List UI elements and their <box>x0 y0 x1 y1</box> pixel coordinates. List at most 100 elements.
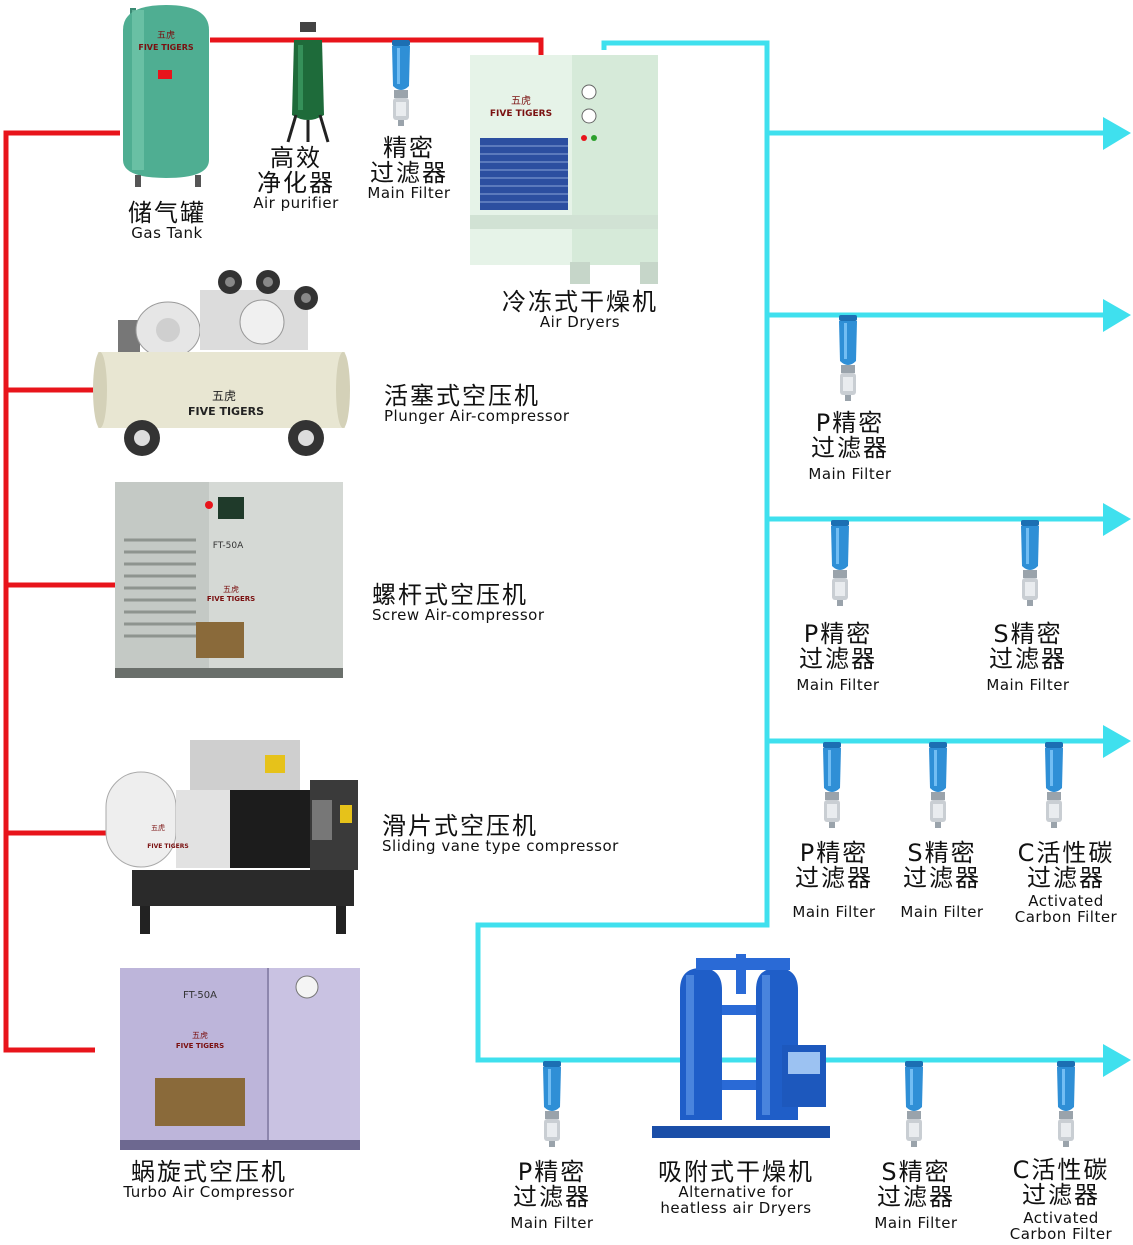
flow-arrows <box>1103 117 1131 1077</box>
filter-row2-p-zh2: 过滤器 <box>811 434 889 463</box>
filter-row2-p-zh1: P精密 <box>815 409 885 437</box>
label-filter-row5-p: P精密 过滤器 Main Filter <box>500 1159 604 1233</box>
filter-row3-p-zh1: P精密 <box>803 620 873 648</box>
filter-row4-c-en2: Carbon Filter <box>1014 908 1118 927</box>
turbo-en: Turbo Air Compressor <box>123 1183 295 1202</box>
label-filter-row5-c: C活性碳 过滤器 Activated Carbon Filter <box>1000 1156 1122 1244</box>
label-sliding: 滑片式空压机 Sliding vane type compressor <box>382 812 619 856</box>
screw-model: FT-50A <box>213 541 244 551</box>
adsorption-en2: heatless air Dryers <box>660 1198 812 1217</box>
sliding-brand-zh: 五虎 <box>151 823 165 832</box>
air-dryers-zh: 冷冻式干燥机 <box>502 288 658 316</box>
screw-zh: 螺杆式空压机 <box>372 581 528 609</box>
label-screw: 螺杆式空压机 Screw Air-compressor <box>372 581 545 625</box>
filter-row5-p-en: Main Filter <box>510 1214 594 1233</box>
screw-brand-en: FIVE TIGERS <box>207 595 255 603</box>
screw-en: Screw Air-compressor <box>372 606 545 625</box>
label-plunger: 活塞式空压机 Plunger Air-compressor <box>384 382 570 426</box>
filter-row5-c <box>1057 1061 1075 1147</box>
label-filter-row2-p: P精密 过滤器 Main Filter <box>800 409 900 484</box>
adsorption-zh: 吸附式干燥机 <box>658 1158 814 1186</box>
adsorption-en1: Alternative for <box>678 1183 794 1202</box>
filter-row4-p-zh2: 过滤器 <box>795 864 873 893</box>
label-gas-tank: 储气罐 Gas Tank <box>112 199 222 243</box>
filter-row4-s-en: Main Filter <box>900 903 984 922</box>
main-filter-top-zh2: 过滤器 <box>370 159 448 188</box>
filter-row5-s <box>905 1061 923 1147</box>
sliding-zh: 滑片式空压机 <box>382 812 538 840</box>
sliding-brand-en: FIVE TIGERS <box>147 843 188 850</box>
filter-row5-s-zh2: 过滤器 <box>877 1183 955 1212</box>
label-air-dryers: 冷冻式干燥机 Air Dryers <box>482 288 678 332</box>
label-air-purifier: 高效 净化器 Air purifier <box>246 144 346 213</box>
sliding-en: Sliding vane type compressor <box>382 837 619 856</box>
air-purifier-zh2: 净化器 <box>257 169 335 198</box>
filter-row5-c-zh2: 过滤器 <box>1022 1181 1100 1210</box>
filter-row3-s <box>1021 520 1039 606</box>
filter-row5-s-zh1: S精密 <box>881 1158 951 1186</box>
filter-row2-p <box>839 315 857 401</box>
plunger-compressor: 五虎 FIVE TIGERS <box>93 270 350 456</box>
plunger-brand-en: FIVE TIGERS <box>188 405 264 418</box>
filter-row4-c-zh1: C活性碳 <box>1017 839 1115 867</box>
refrigerated-air-dryer: 五虎 FIVE TIGERS <box>470 55 658 284</box>
plunger-en: Plunger Air-compressor <box>384 407 570 426</box>
label-filter-row4-p: P精密 过滤器 Main Filter <box>782 839 886 922</box>
filter-row5-s-en: Main Filter <box>874 1214 958 1233</box>
filter-row4-p <box>823 742 841 828</box>
screw-brand-zh: 五虎 <box>223 584 239 594</box>
air-purifier <box>286 22 330 143</box>
filter-row4-s <box>929 742 947 828</box>
label-filter-row5-s: S精密 过滤器 Main Filter <box>864 1158 968 1233</box>
turbo-brand-en: FIVE TIGERS <box>176 1042 224 1050</box>
label-main-filter-top: 精密 过滤器 Main Filter <box>356 134 462 203</box>
air-dryers-en: Air Dryers <box>539 313 621 332</box>
label-adsorption: 吸附式干燥机 Alternative for heatless air Drye… <box>646 1158 826 1217</box>
air-purifier-en: Air purifier <box>253 194 339 213</box>
turbo-zh: 蜗旋式空压机 <box>131 1158 287 1186</box>
filter-row4-c-en1: Activated <box>1028 892 1104 911</box>
sliding-vane-compressor: 五虎 FIVE TIGERS <box>105 740 358 934</box>
gas-tank-zh: 储气罐 <box>128 199 206 227</box>
label-filter-row4-s: S精密 过滤器 Main Filter <box>890 839 994 922</box>
dryer-brand-en: FIVE TIGERS <box>490 109 552 119</box>
filter-row4-c <box>1045 742 1063 828</box>
filter-row3-s-en: Main Filter <box>986 676 1070 695</box>
plunger-zh: 活塞式空压机 <box>384 382 540 410</box>
turbo-brand-zh: 五虎 <box>192 1030 208 1040</box>
main-filter-top-zh1: 精密 <box>383 134 435 162</box>
label-filter-row3-p: P精密 过滤器 Main Filter <box>786 620 890 695</box>
arrow-head-2 <box>1103 299 1131 332</box>
filter-row5-c-en1: Activated <box>1023 1209 1099 1228</box>
filter-row3-p-en: Main Filter <box>796 676 880 695</box>
turbo-compressor: FT-50A 五虎 FIVE TIGERS <box>120 968 360 1150</box>
filter-row4-s-zh1: S精密 <box>907 839 977 867</box>
filter-row3-s-zh2: 过滤器 <box>989 645 1067 674</box>
main-filter-top-en: Main Filter <box>367 184 451 203</box>
tank-brand-en: FIVE TIGERS <box>138 43 194 52</box>
filter-row4-p-zh1: P精密 <box>799 839 869 867</box>
filter-row3-p <box>831 520 849 606</box>
filter-row5-c-zh1: C活性碳 <box>1012 1156 1110 1184</box>
adsorption-dryer <box>652 954 830 1138</box>
tank-brand-zh: 五虎 <box>157 29 175 41</box>
filter-row3-s-zh1: S精密 <box>993 620 1063 648</box>
arrow-head-1 <box>1103 117 1131 150</box>
filter-row5-p <box>543 1061 561 1147</box>
label-turbo: 蜗旋式空压机 Turbo Air Compressor <box>104 1158 314 1202</box>
air-purifier-zh1: 高效 <box>270 144 322 172</box>
arrow-head-3 <box>1103 503 1131 536</box>
filter-row5-c-en2: Carbon Filter <box>1009 1225 1113 1244</box>
filter-row4-p-en: Main Filter <box>792 903 876 922</box>
gas-tank-en: Gas Tank <box>131 224 203 243</box>
dryer-brand-zh: 五虎 <box>511 95 531 107</box>
plunger-brand-zh: 五虎 <box>212 389 236 403</box>
label-filter-row4-c: C活性碳 过滤器 Activated Carbon Filter <box>1006 839 1126 927</box>
screw-compressor: FT-50A 五虎 FIVE TIGERS <box>115 482 343 678</box>
filter-row5-p-zh2: 过滤器 <box>513 1183 591 1212</box>
filter-row2-p-en: Main Filter <box>808 465 892 484</box>
filter-row4-c-zh2: 过滤器 <box>1027 864 1105 893</box>
dry-air-pipe <box>475 40 1110 1063</box>
gas-tank: 五虎 FIVE TIGERS <box>123 5 209 187</box>
